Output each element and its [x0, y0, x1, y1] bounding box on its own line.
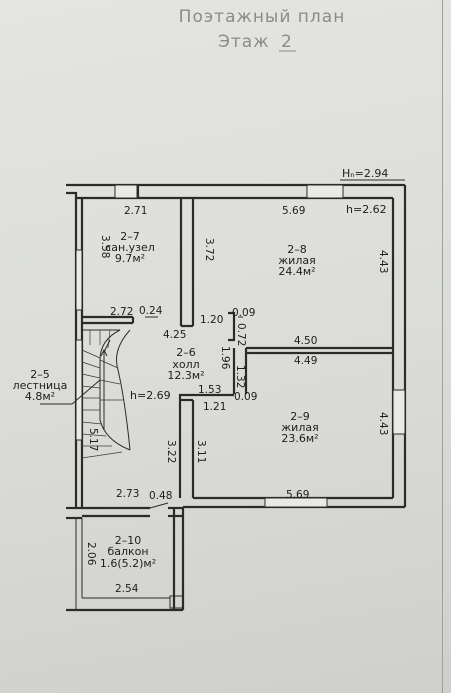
dim-label: 0.24 [139, 305, 163, 317]
room-2-6-label: 2–6 холл 12.3м² [167, 346, 204, 382]
room-name: холл [172, 358, 199, 371]
dim-label: 2.72 [110, 306, 133, 318]
dim-label: 0.72 [235, 323, 247, 346]
room-number: 2–7 [120, 230, 140, 243]
room-name: сан.узел [105, 241, 155, 254]
room-area: 24.4м² [278, 265, 315, 278]
dim-label: 4.50 [294, 335, 317, 347]
dim-label: 3.11 [195, 440, 207, 463]
dim-label: 0.09 [232, 307, 255, 319]
room-area: 23.6м² [281, 432, 318, 445]
room-2-7-label: 2–7 сан.узел 9.7м² [105, 230, 155, 265]
room-2-8-label: 2–8 жилая 24.4м² [278, 243, 315, 278]
plan-title: Поэтажный план [179, 7, 346, 27]
dim-label: 3.22 [165, 440, 177, 463]
room-2-5-label: 2–5 лестница 4.8м² [13, 368, 68, 403]
dimension-labels: 2.71 3.58 3.72 5.69 4.43 2.72 0.24 4.25 … [85, 205, 389, 595]
dim-label: 1.20 [200, 314, 223, 326]
outer-walls [66, 183, 407, 520]
room-2-9-label: 2–9 жилая 23.6м² [281, 410, 318, 445]
floor-label: Этаж [218, 32, 270, 52]
sheet-frame-line [442, 0, 443, 693]
dim-label: 2.06 [85, 542, 97, 566]
interior-walls [82, 198, 393, 610]
dim-label: 1.21 [203, 401, 226, 413]
room-area: 9.7м² [115, 252, 145, 265]
dim-label: 3.72 [203, 238, 215, 261]
room-number: 2–10 [115, 534, 142, 547]
dim-label: 4.49 [294, 355, 317, 367]
room-name: жилая [281, 421, 318, 434]
dim-label: 4.43 [377, 250, 389, 273]
room-number: 2–9 [290, 410, 310, 423]
room-number: 2–5 [30, 368, 50, 381]
room-2-10-label: 2–10 балкон 1.6(5.2)м² [100, 534, 156, 570]
ridge-height: Hₙ=2.94 [342, 167, 388, 180]
dim-label: 1.96 [219, 346, 231, 370]
dim-label: 2.71 [124, 205, 147, 217]
dim-label: 2.73 [116, 488, 139, 500]
dim-label: 1.53 [198, 384, 221, 396]
room-name: балкон [107, 545, 148, 558]
windows [75, 184, 406, 508]
room-area: 4.8м² [25, 390, 55, 403]
room-name: лестница [13, 379, 68, 392]
room-name: жилая [278, 254, 315, 267]
dim-label: 5.69 [286, 489, 309, 501]
dim-label: 5.17 [87, 428, 99, 451]
dim-label: 1.32 [234, 365, 246, 388]
stairs-height: h=2.69 [130, 389, 171, 402]
room-area: 1.6(5.2)м² [100, 557, 156, 570]
staircase [40, 329, 131, 459]
room-2-8-height: h=2.62 [346, 203, 387, 216]
floor-number: 2 [281, 32, 292, 52]
dim-label: 0.48 [149, 490, 172, 502]
dim-label: 2.54 [115, 583, 139, 595]
room-number: 2–8 [287, 243, 307, 256]
balcony-outline [66, 518, 184, 612]
room-number: 2–6 [176, 346, 196, 359]
dim-label: 3.58 [99, 235, 111, 258]
dim-label: 5.69 [282, 205, 305, 217]
dim-label: 0.09 [234, 391, 257, 403]
dim-label: 4.25 [163, 329, 186, 341]
room-area: 12.3м² [167, 369, 204, 382]
dim-label: 4.43 [377, 412, 389, 435]
height-marks: Hₙ=2.94 h=2.62 h=2.69 [130, 167, 388, 402]
